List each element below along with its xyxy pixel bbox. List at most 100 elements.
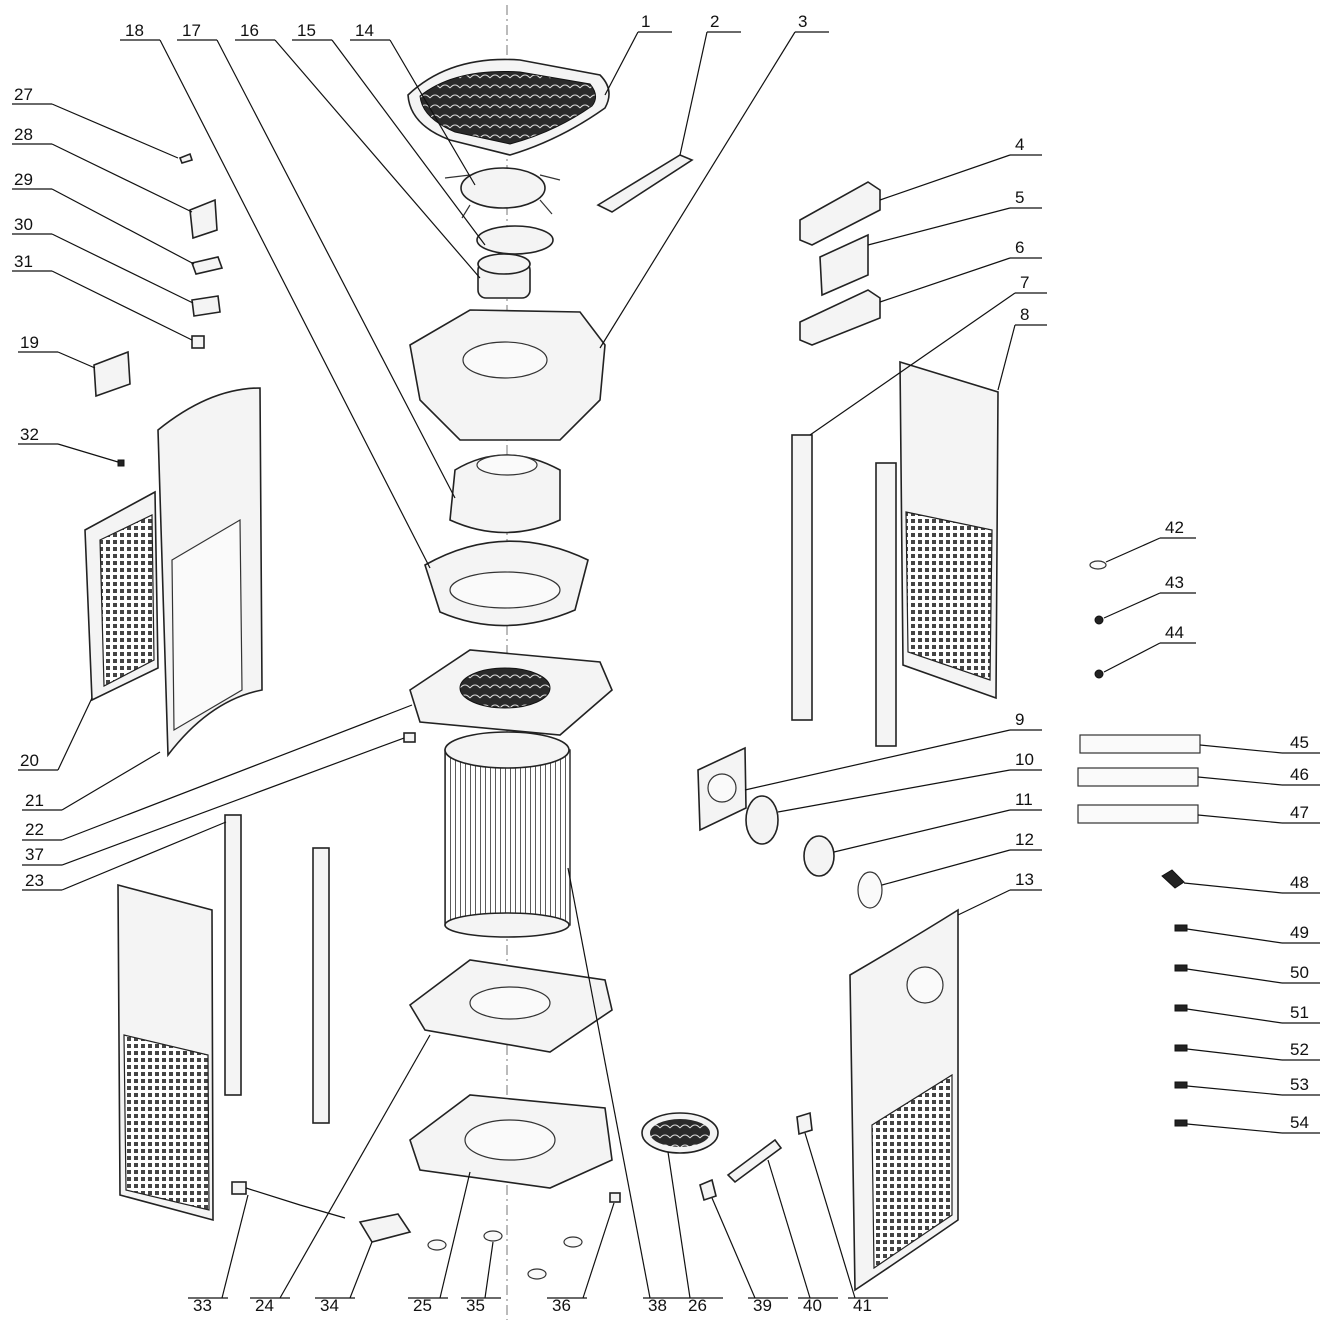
part-53-screw [1174,1081,1188,1089]
part-base [409,1094,613,1189]
callout-22: 22 [22,704,413,841]
callout-25: 25 [408,1171,471,1315]
callout-53: 53 [1186,1075,1320,1096]
callout-49: 49 [1186,923,1320,944]
svg-text:20: 20 [20,751,39,770]
part-filter-base-plate [408,959,613,1053]
svg-text:26: 26 [688,1296,707,1315]
svg-text:51: 51 [1290,1003,1309,1022]
callout-39: 39 [711,1197,788,1315]
svg-text:5: 5 [1015,188,1024,207]
svg-text:35: 35 [466,1296,485,1315]
part-rail-left-a [224,814,242,1096]
part-28 [189,198,218,240]
svg-text:44: 44 [1165,623,1184,642]
svg-text:24: 24 [255,1296,274,1315]
callout-32: 32 [18,425,119,463]
callout-6: 6 [879,238,1042,303]
svg-text:2: 2 [710,12,719,31]
part-8-right-panel [899,360,999,700]
callout-15: 15 [292,21,486,246]
part-6 [799,289,881,346]
svg-text:50: 50 [1290,963,1309,982]
svg-text:49: 49 [1290,923,1309,942]
part-48-clip [1161,869,1185,889]
callout-23: 23 [22,821,227,891]
svg-text:38: 38 [648,1296,667,1315]
svg-text:21: 21 [25,791,44,810]
part-52-screw [1174,1044,1188,1052]
callout-19: 19 [18,333,96,369]
callout-52: 52 [1186,1040,1320,1061]
callout-31: 31 [12,252,193,341]
part-top-grille [407,58,610,156]
callout-29: 29 [12,170,195,265]
parts-group [84,58,1201,1292]
part-32 [117,459,125,467]
callout-10: 10 [777,750,1042,813]
svg-text:14: 14 [355,21,374,40]
callout-48: 48 [1183,873,1320,894]
part-44-nut [1094,669,1104,679]
part-40-rod [726,1138,783,1184]
callout-44: 44 [1103,623,1196,673]
svg-text:19: 19 [20,333,39,352]
part-31 [191,335,205,349]
svg-text:8: 8 [1020,305,1029,324]
callout-16: 16 [235,21,481,279]
svg-text:1: 1 [641,12,650,31]
part-39 [699,1178,717,1202]
svg-text:46: 46 [1290,765,1309,784]
part-rubber-feet [427,1230,583,1280]
part-small-clip-36 [609,1192,621,1203]
part-29 [190,256,224,275]
callout-4: 4 [879,135,1042,201]
svg-text:22: 22 [25,820,44,839]
callout-21: 21 [22,751,161,811]
callouts: 1 2 3 14 15 16 17 18 27 28 29 30 31 19 3… [12,12,1320,1315]
callout-26: 26 [667,1151,723,1315]
part-43-nut [1094,615,1104,625]
svg-text:52: 52 [1290,1040,1309,1059]
callout-13: 13 [957,870,1042,916]
callout-30: 30 [12,215,194,304]
part-motor [477,253,531,299]
callout-24: 24 [250,1034,431,1315]
part-button-strip [596,154,694,213]
svg-text:33: 33 [193,1296,212,1315]
part-filter-tray-top [409,649,613,736]
callout-3: 3 [599,12,829,349]
part-upper-housing [409,309,606,441]
part-7-rail [791,434,813,721]
svg-text:30: 30 [14,215,33,234]
part-8-rail [875,462,897,747]
callout-12: 12 [881,830,1042,886]
callout-34: 34 [315,1241,373,1315]
part-54-screw [1174,1119,1188,1127]
callout-51: 51 [1186,1003,1320,1024]
callout-7: 7 [809,273,1047,436]
callout-43: 43 [1103,573,1196,619]
part-45-strip [1079,734,1201,754]
part-clip-37 [403,732,416,743]
svg-text:15: 15 [297,21,316,40]
svg-text:53: 53 [1290,1075,1309,1094]
callout-5: 5 [867,188,1042,246]
part-51-screw [1174,1004,1188,1012]
svg-text:40: 40 [803,1296,822,1315]
svg-text:32: 32 [20,425,39,444]
callout-27: 27 [12,85,179,159]
svg-text:11: 11 [1015,790,1033,809]
svg-text:7: 7 [1020,273,1029,292]
svg-text:36: 36 [552,1296,571,1315]
callout-50: 50 [1186,963,1320,984]
svg-text:27: 27 [14,85,33,104]
svg-text:37: 37 [25,845,44,864]
part-41 [796,1111,813,1136]
svg-text:23: 23 [25,871,44,890]
callout-9: 9 [744,710,1042,791]
part-fan-bracket [444,167,561,219]
svg-text:28: 28 [14,125,33,144]
part-power-cord [231,1181,346,1219]
